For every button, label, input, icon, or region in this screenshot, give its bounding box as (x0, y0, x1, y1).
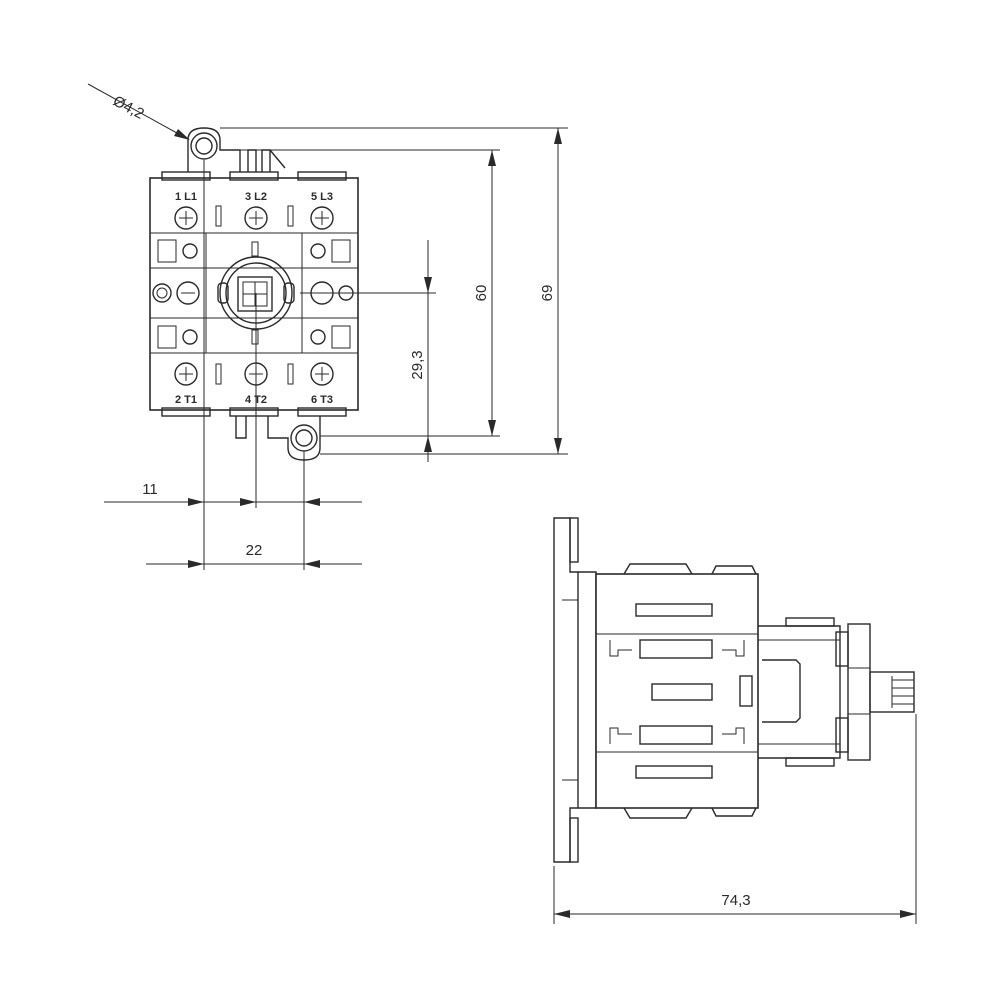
dim-label-29-3: 29,3 (409, 350, 426, 379)
top-terminal-screws (174, 205, 334, 230)
hole-leader-line (87, 83, 187, 139)
hole-diameter-label: Ø4,2 (110, 93, 147, 123)
dim-label-11: 11 (142, 481, 158, 498)
side-view-dimensions: 74,3 (553, 714, 917, 924)
shaft-adapter (758, 625, 841, 759)
side-contacts (157, 239, 351, 349)
top-mount-hole (190, 132, 218, 160)
mounting-plate (553, 517, 579, 863)
terminal-label-2t1: 2 T1 (175, 394, 197, 406)
terminal-label-3l2: 3 L2 (245, 191, 267, 203)
dim-label-60: 60 (473, 285, 490, 302)
terminal-label-1l1: 1 L1 (175, 191, 197, 203)
dim-label-74-3: 74,3 (721, 892, 750, 909)
terminal-label-5l3: 5 L3 (311, 191, 333, 203)
end-cap (847, 623, 871, 761)
shaft-tip (869, 671, 915, 713)
terminal-label-6t3: 6 T3 (311, 394, 333, 406)
top-mount-lug (187, 127, 241, 172)
dim-label-69: 69 (539, 285, 556, 302)
dim-label-22: 22 (246, 542, 263, 559)
bottom-mount-hole (290, 424, 318, 452)
side-housing (595, 573, 759, 809)
side-view (553, 517, 915, 863)
front-view: 1 L1 3 L2 5 L3 (149, 127, 359, 461)
